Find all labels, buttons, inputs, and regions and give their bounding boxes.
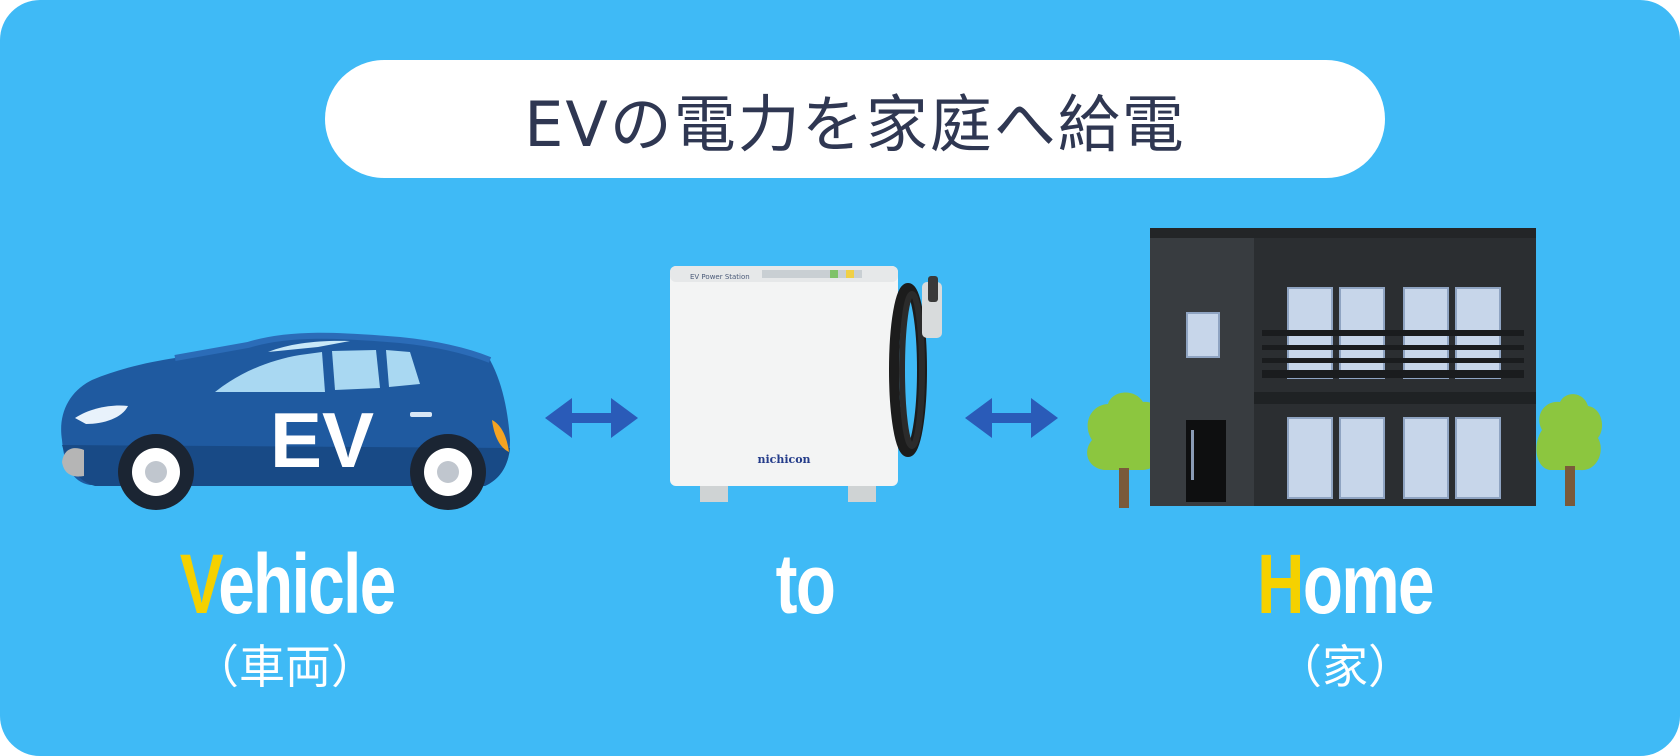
charger-panel-label: EV Power Station: [690, 273, 750, 281]
home-label-initial: H: [1257, 537, 1304, 631]
home-label: Home: [1255, 542, 1434, 626]
car-badge-text: EV: [270, 396, 374, 484]
title-banner: EVの電力を家庭へ給電: [325, 60, 1385, 178]
house-illustration: [1150, 228, 1536, 506]
vehicle-label: Vehicle: [180, 542, 396, 626]
home-label-rest: ome: [1302, 537, 1435, 631]
ev-car-illustration: EV: [61, 332, 511, 510]
vehicle-label-rest: ehicle: [218, 537, 396, 631]
tree-right: [1536, 394, 1603, 506]
to-label: to: [775, 537, 836, 631]
double-arrow-right: [965, 398, 1058, 438]
home-sublabel: （家）: [1276, 640, 1414, 694]
title-text: EVの電力を家庭へ給電: [524, 88, 1186, 161]
tree-left: [1087, 392, 1164, 508]
double-arrow-left: [545, 398, 638, 438]
power-station-illustration: EV Power Station nichicon: [670, 266, 942, 502]
charger-brand: nichicon: [757, 453, 810, 466]
vehicle-sublabel: （車両）: [193, 640, 377, 694]
vehicle-label-initial: V: [179, 537, 220, 631]
